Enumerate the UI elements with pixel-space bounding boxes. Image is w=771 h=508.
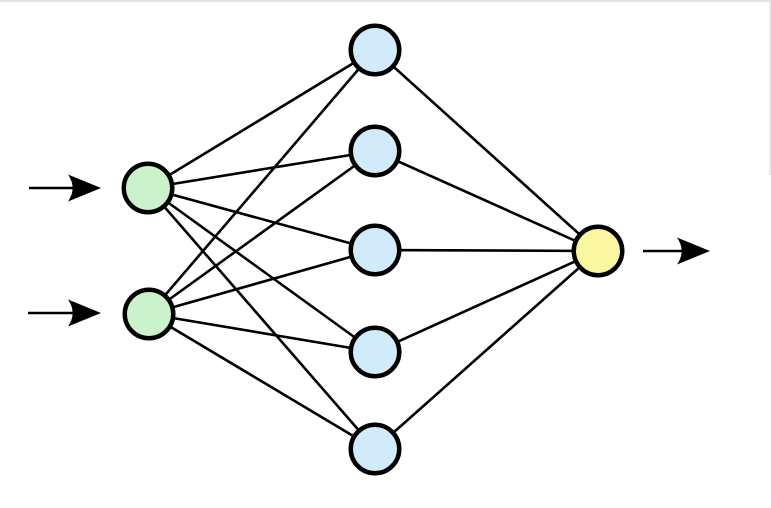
input-node-1: [121, 161, 175, 215]
window-top-border: [0, 0, 771, 2]
hidden-node-1: [348, 23, 402, 77]
input-arrow-2: [28, 299, 101, 327]
input-arrow-1: [29, 174, 101, 202]
hidden-node-3: [348, 223, 402, 277]
input-arrow-1-head: [68, 174, 101, 202]
edge-h2-o1: [374, 149, 599, 253]
input-node-2: [122, 287, 176, 341]
hidden-node-2: [348, 124, 402, 178]
output-node-1: [571, 224, 625, 278]
edge-i1-h4: [147, 186, 376, 354]
window-right-border: [769, 0, 771, 175]
edge-i1-h3: [147, 186, 376, 252]
edge-i1-h1: [147, 48, 376, 190]
edge-i2-h3: [148, 248, 376, 316]
hidden-node-5: [348, 422, 402, 476]
edge-h1-o1: [374, 49, 599, 252]
hidden-node-4: [348, 325, 402, 379]
edge-h5-o1: [374, 250, 599, 450]
edge-i2-h4: [148, 312, 376, 354]
input-arrow-2-head: [68, 299, 101, 327]
output-arrow-head: [677, 237, 710, 265]
edge-i2-h1: [148, 49, 376, 315]
edge-h4-o1: [374, 249, 599, 354]
edge-i2-h5: [148, 312, 376, 451]
edge-i1-h5: [147, 187, 376, 450]
output-arrow: [643, 237, 710, 265]
edge-i2-h2: [148, 149, 376, 316]
edge-i1-h2: [147, 149, 376, 190]
edge-h3-o1: [374, 248, 599, 253]
